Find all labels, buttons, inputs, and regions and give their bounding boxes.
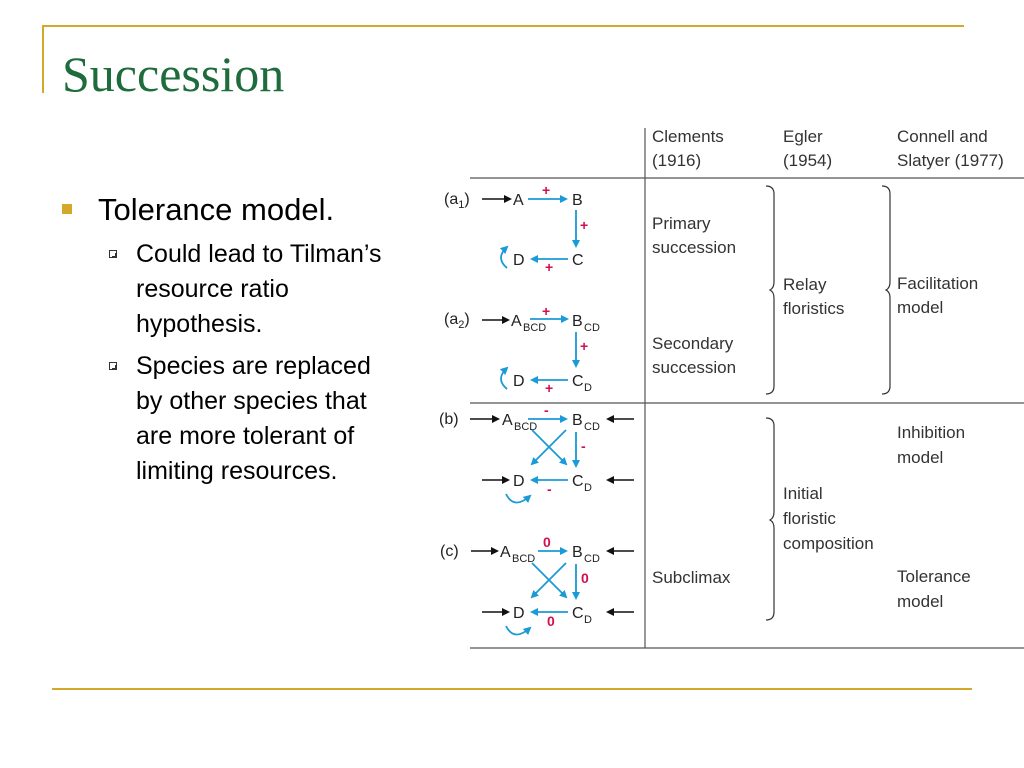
arrow-d-self	[505, 625, 532, 636]
sub-bullet-tilman: Could lead to Tilman’s resource ratio hy…	[62, 237, 402, 342]
species-d: D	[513, 373, 525, 390]
subscript-d: D	[584, 382, 592, 394]
secondary-succession-1: Secondary	[652, 334, 734, 353]
sub-bullet-text: Could lead to Tilman’s resource ratio hy…	[136, 240, 382, 338]
table-header: Clements (1916) Egler (1954) Connell and…	[652, 127, 1004, 170]
brace-relay	[765, 185, 775, 395]
species-a: A	[513, 192, 524, 209]
hollow-square-bullet-icon	[109, 250, 117, 258]
species-b: B	[572, 313, 583, 330]
inhibition-model-2: model	[897, 448, 943, 467]
arrow-b-d	[530, 562, 567, 599]
header-egler: Egler	[783, 127, 823, 146]
arrow-d-self	[505, 493, 532, 504]
primary-succession-1: Primary	[652, 214, 711, 233]
grouping-braces	[765, 185, 891, 621]
subscript-bcd: BCD	[514, 421, 537, 433]
subclimax: Subclimax	[652, 568, 731, 587]
sign-plus: +	[580, 217, 588, 233]
initial-floristic-3: composition	[783, 534, 874, 553]
subscript-bcd: BCD	[523, 322, 546, 334]
relay-floristics-2: floristics	[783, 299, 844, 318]
sign-minus: -	[547, 481, 552, 497]
brace-initial-floristic	[765, 417, 775, 621]
bullet-tolerance-model: Tolerance model.	[62, 190, 402, 230]
brace-facilitation	[881, 185, 891, 395]
header-clements-year: (1916)	[652, 151, 701, 170]
arrow-b-d	[530, 429, 567, 466]
species-b: B	[572, 412, 583, 429]
sign-minus: -	[544, 402, 549, 418]
sign-zero: 0	[581, 570, 589, 586]
species-d: D	[513, 252, 525, 269]
species-c: C	[572, 473, 584, 490]
square-bullet-icon	[62, 204, 72, 214]
species-a: A	[502, 412, 513, 429]
sign-zero: 0	[547, 613, 555, 629]
subscript-cd: CD	[584, 421, 600, 433]
subscript-d: D	[584, 614, 592, 626]
table-body: Primary succession Secondary succession …	[652, 214, 978, 611]
species-c: C	[572, 605, 584, 622]
header-egler-year: (1954)	[783, 151, 832, 170]
arrow-d-self	[499, 245, 509, 269]
subscript-cd: CD	[584, 322, 600, 334]
initial-floristic-2: floristic	[783, 509, 836, 528]
tolerance-model-2: model	[897, 592, 943, 611]
subscript-cd: CD	[584, 553, 600, 565]
table-grid	[470, 128, 1024, 649]
species-a: A	[511, 313, 522, 330]
species-a: A	[500, 544, 511, 561]
label-a1: (a1)	[444, 191, 470, 211]
sign-plus: +	[542, 182, 550, 198]
sub-bullet-species-replaced: Species are replaced by other species th…	[62, 349, 402, 489]
species-b: B	[572, 192, 583, 209]
sign-minus: -	[581, 438, 586, 454]
arrow-d-self	[499, 366, 509, 390]
species-c: C	[572, 373, 584, 390]
bullet-list: Tolerance model. Could lead to Tilman’s …	[62, 190, 402, 489]
inhibition-model-1: Inhibition	[897, 423, 965, 442]
sign-plus: +	[545, 259, 553, 275]
bottom-rule	[52, 688, 972, 690]
species-d: D	[513, 605, 525, 622]
sign-plus: +	[580, 338, 588, 354]
species-c: C	[572, 252, 584, 269]
diagram-b: (b) A BCD - B CD - D - C D	[439, 402, 634, 504]
header-clements: Clements	[652, 127, 724, 146]
subscript-bcd: BCD	[512, 553, 535, 565]
sub-bullet-text: Species are replaced by other species th…	[136, 352, 371, 485]
primary-succession-2: succession	[652, 238, 736, 257]
subscript-d: D	[584, 482, 592, 494]
label-b: (b)	[439, 411, 459, 428]
sign-plus: +	[542, 303, 550, 319]
left-rule	[42, 25, 44, 93]
diagram-a1: (a1) A + B + C + D	[444, 182, 588, 275]
slide-title: Succession	[62, 46, 285, 102]
species-d: D	[513, 473, 525, 490]
facilitation-model-2: model	[897, 298, 943, 317]
top-rule	[42, 25, 964, 27]
hollow-square-bullet-icon	[109, 362, 117, 370]
sign-plus: +	[545, 380, 553, 396]
diagram-a2: (a2) A BCD + B CD + C D + D	[444, 303, 600, 396]
bullet-text: Tolerance model.	[98, 192, 335, 227]
diagram-c: (c) A BCD 0 B CD 0 D 0 C D	[440, 534, 634, 636]
sign-zero: 0	[543, 534, 551, 550]
species-b: B	[572, 544, 583, 561]
label-a2: (a2)	[444, 311, 470, 331]
initial-floristic-1: Initial	[783, 484, 823, 503]
facilitation-model-1: Facilitation	[897, 274, 978, 293]
header-connell: Connell and	[897, 127, 988, 146]
header-connell-year: Slatyer (1977)	[897, 151, 1004, 170]
relay-floristics-1: Relay	[783, 275, 827, 294]
secondary-succession-2: succession	[652, 358, 736, 377]
tolerance-model-1: Tolerance	[897, 567, 971, 586]
label-c: (c)	[440, 543, 459, 560]
